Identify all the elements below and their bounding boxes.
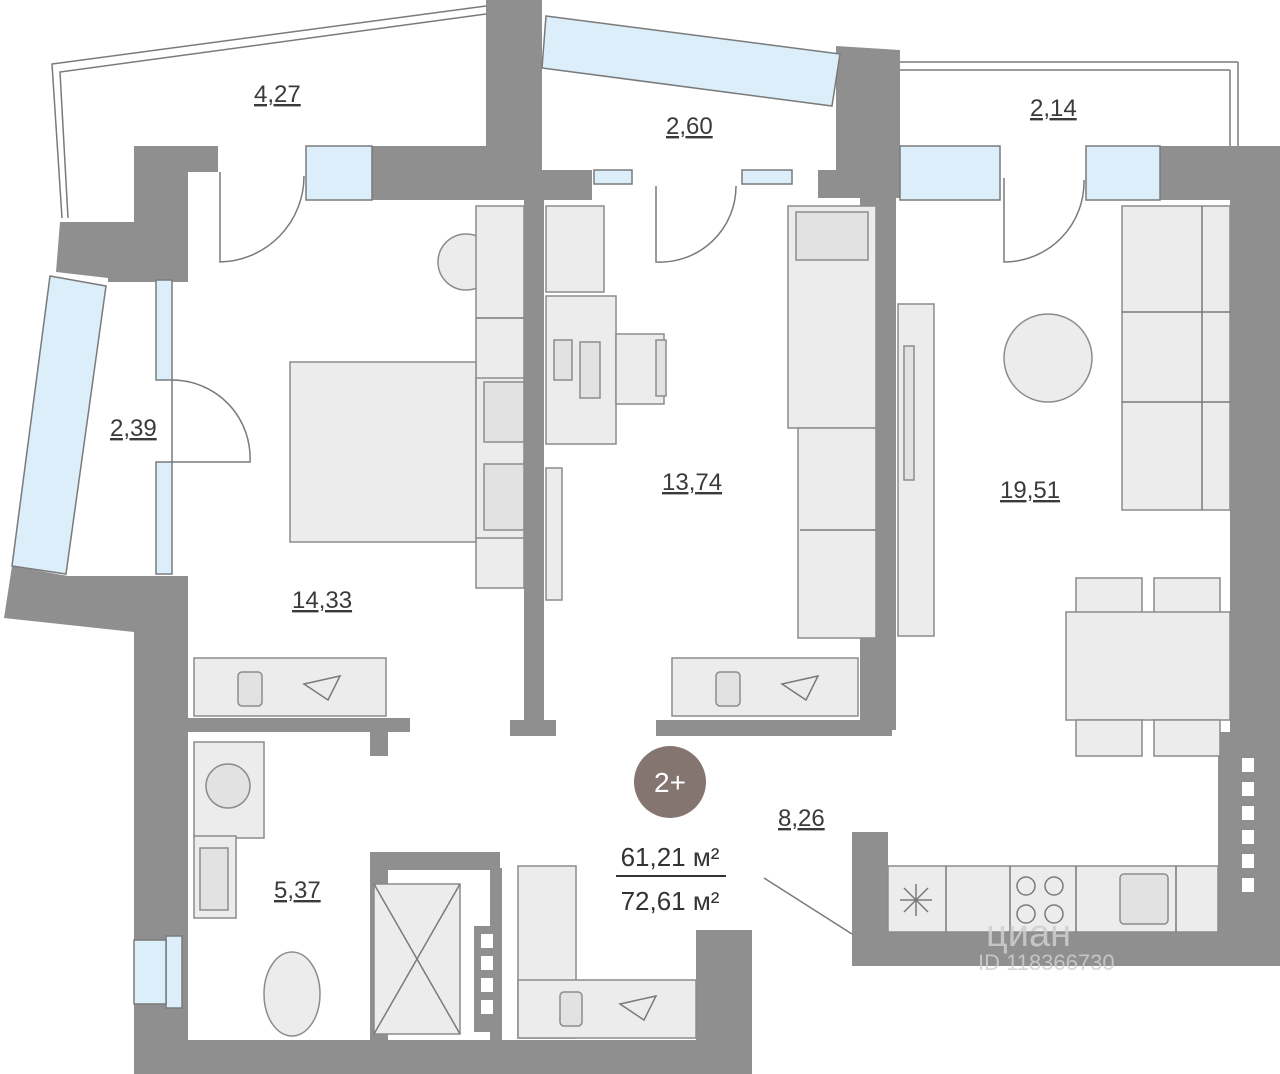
windows bbox=[11, 15, 1161, 1009]
study-furniture bbox=[545, 205, 877, 717]
area-loggia-side: 2,39 bbox=[110, 415, 157, 442]
watermark-id: ID 118366730 bbox=[978, 950, 1115, 975]
balcony-outlines bbox=[51, 5, 1239, 219]
area-hall: 8,26 bbox=[778, 805, 825, 832]
area-labels: 4,27 2,60 2,14 2,39 14,33 13,74 19,51 8,… bbox=[110, 81, 1077, 904]
area-living: 19,51 bbox=[1000, 477, 1060, 504]
area-bathroom: 5,37 bbox=[274, 877, 321, 904]
bathroom-fixtures bbox=[193, 741, 697, 1039]
bedroom-furniture bbox=[193, 205, 525, 717]
total-area: 72,61 м² bbox=[621, 886, 720, 916]
watermark-brand: циан bbox=[986, 913, 1071, 955]
area-room-mid: 13,74 bbox=[662, 469, 722, 496]
room-count-badge: 2+ bbox=[634, 746, 706, 818]
area-bedroom: 14,33 bbox=[292, 587, 352, 614]
badge-label: 2+ bbox=[654, 767, 686, 798]
kitchen-furniture bbox=[887, 865, 1219, 933]
doors bbox=[171, 172, 1085, 935]
area-balcony-right: 2,14 bbox=[1030, 95, 1077, 122]
area-balcony-mid: 2,60 bbox=[666, 113, 713, 140]
vent-grille bbox=[481, 758, 1254, 1014]
living-furniture bbox=[897, 205, 1231, 757]
living-area-total: 61,21 м² bbox=[621, 842, 720, 872]
area-totals: 61,21 м² 72,61 м² bbox=[616, 842, 726, 916]
watermark: циан ID 118366730 bbox=[978, 913, 1115, 975]
area-loggia-left: 4,27 bbox=[254, 81, 301, 108]
